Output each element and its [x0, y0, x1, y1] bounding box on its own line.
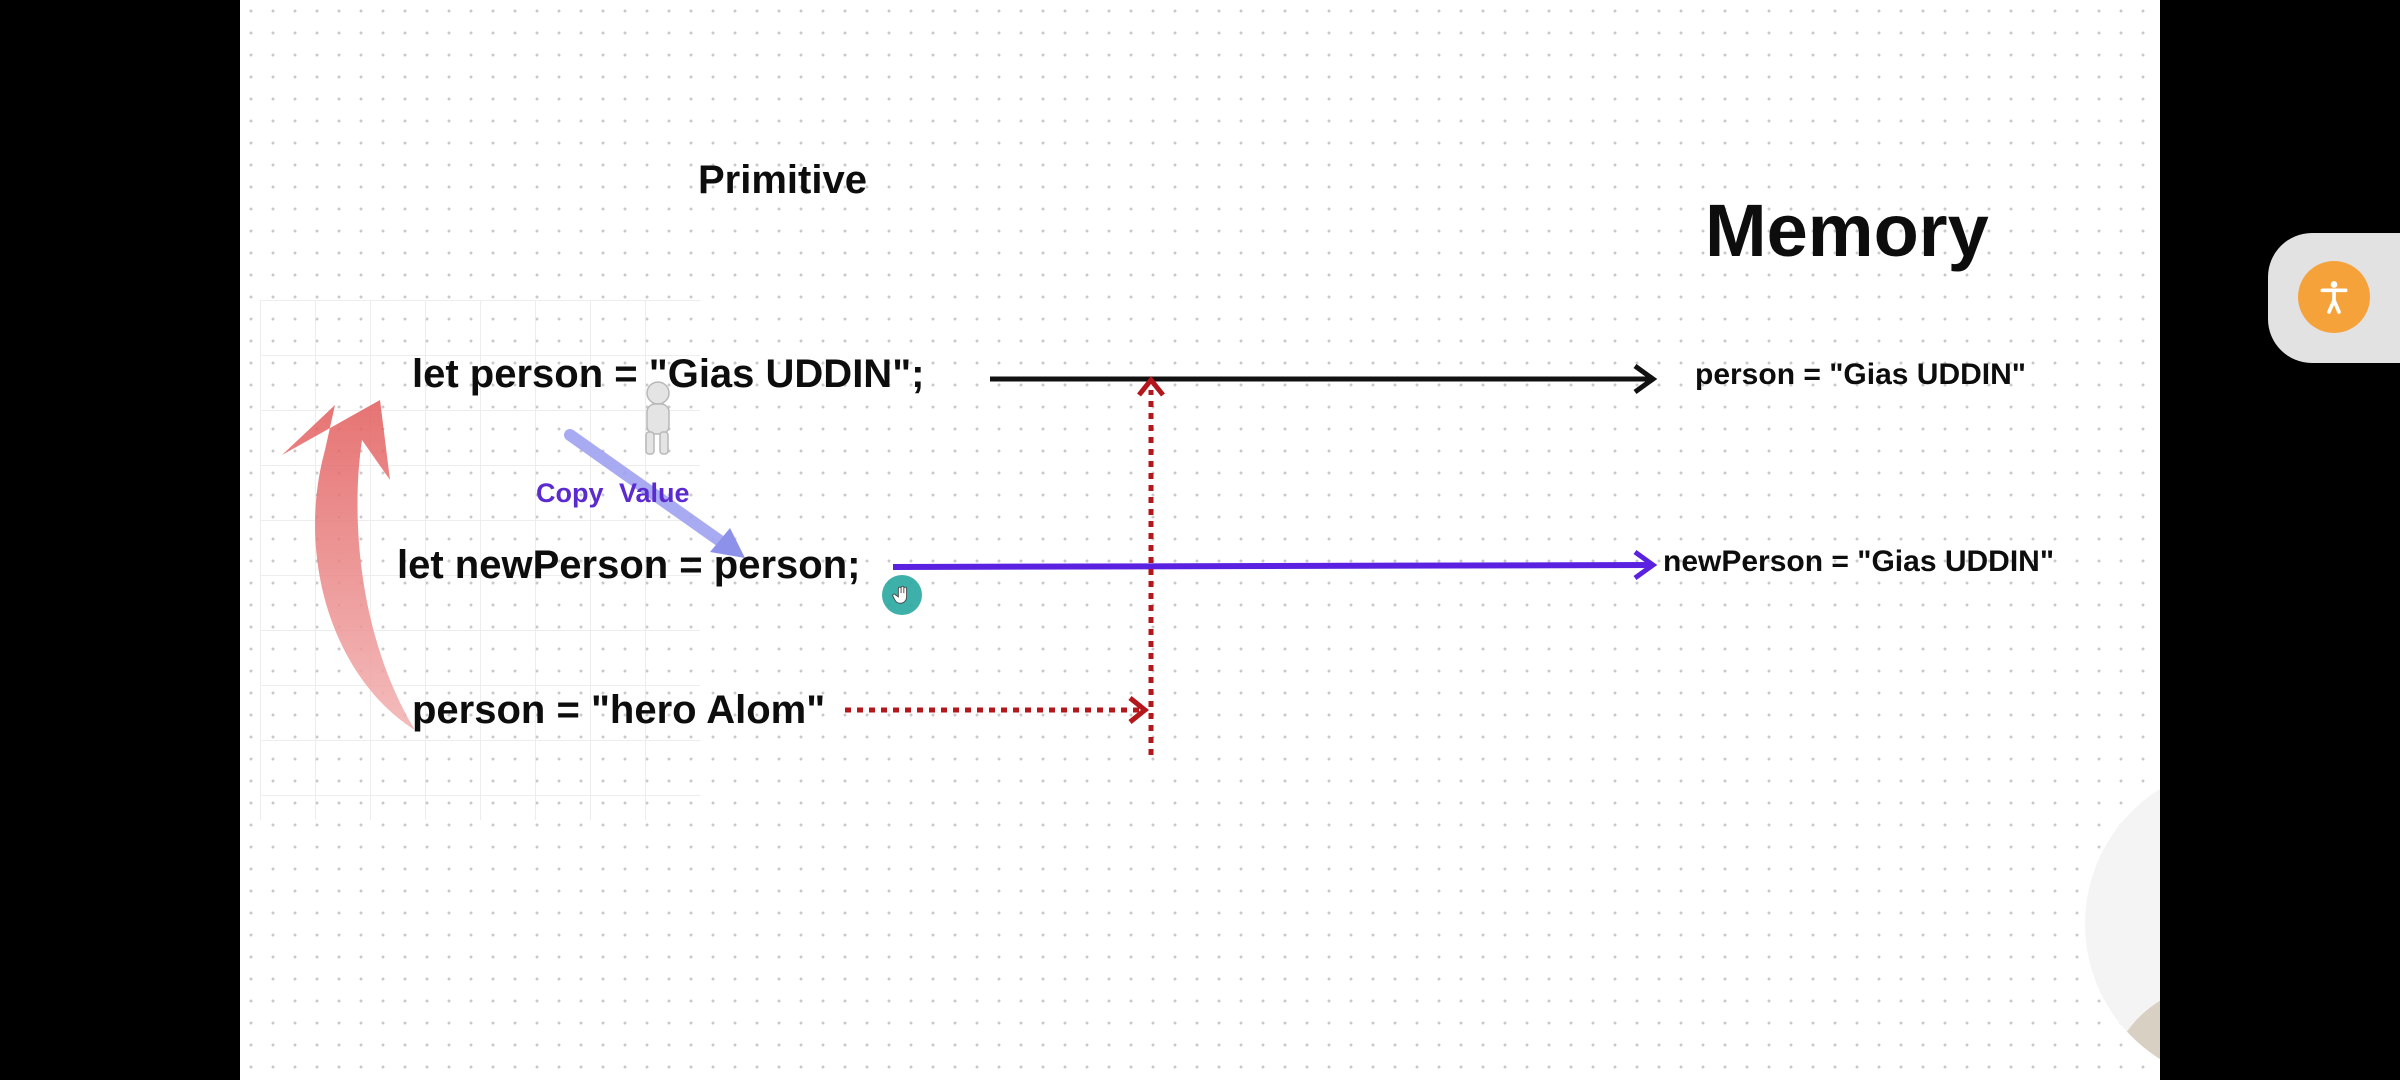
- person-memory-arrowhead: [1633, 363, 1658, 395]
- copy-value-arrow: [564, 429, 736, 554]
- memory-entry-person: person = "Gias UDDIN": [1695, 358, 2027, 391]
- curved-red-arrow: [282, 400, 415, 730]
- code-line-reassign-person: person = "hero Alom": [412, 688, 826, 732]
- code-line-let-newperson: let newPerson = person;: [397, 543, 861, 587]
- slide-canvas: Primitive Memory let person = "Gias UDDI…: [240, 0, 2160, 1080]
- accessibility-person-icon: [2298, 261, 2370, 333]
- hero-alom-dotted-arrowhead: [1128, 696, 1150, 724]
- diagram-arrows: [282, 363, 1658, 755]
- hand-cursor-icon: [882, 575, 922, 615]
- newperson-memory-arrowhead: [1633, 549, 1658, 581]
- primitive-heading: Primitive: [698, 158, 867, 202]
- memory-heading: Memory: [1705, 189, 1989, 272]
- code-line-let-person: let person = "Gias UDDIN";: [412, 352, 925, 396]
- copy-value-arrowhead: [710, 528, 745, 558]
- vertical-dotted-arrowhead: [1137, 375, 1165, 397]
- newperson-memory-arrow: [892, 562, 1651, 570]
- copy-value-label: Copy Value: [536, 478, 690, 508]
- walking-figure-icon: [645, 381, 670, 455]
- accessibility-button[interactable]: [2268, 233, 2400, 363]
- memory-entry-newperson: newPerson = "Gias UDDIN": [1663, 545, 2055, 578]
